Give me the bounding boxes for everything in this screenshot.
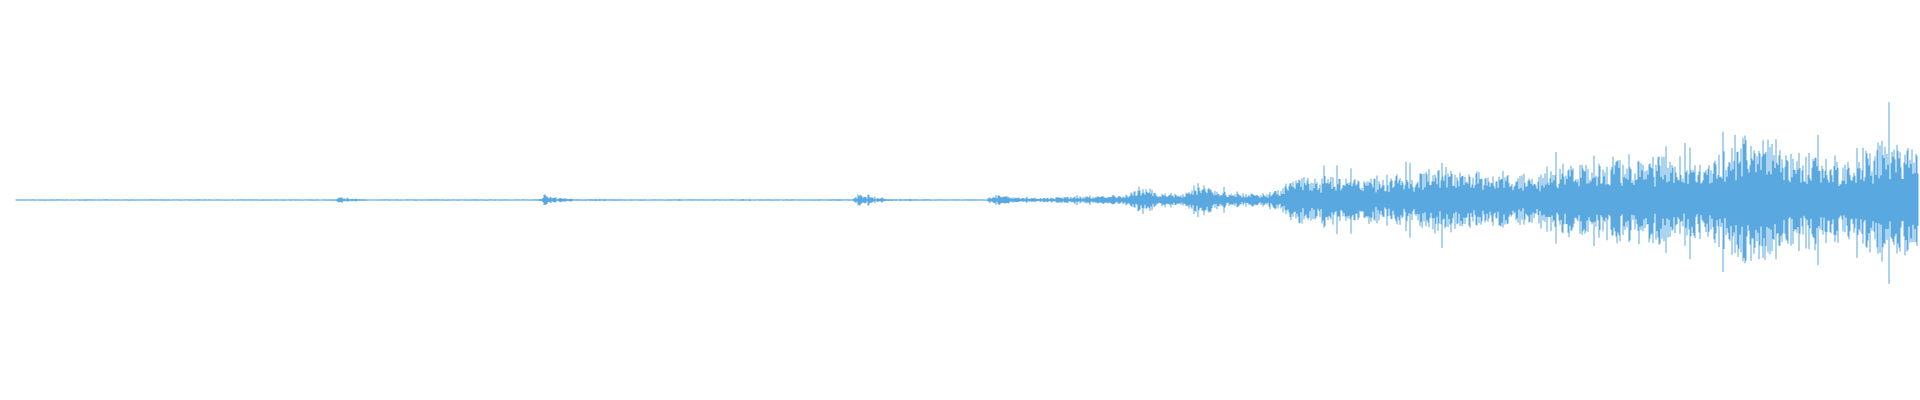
waveform-samples <box>15 102 1919 284</box>
waveform-path <box>15 102 1919 284</box>
